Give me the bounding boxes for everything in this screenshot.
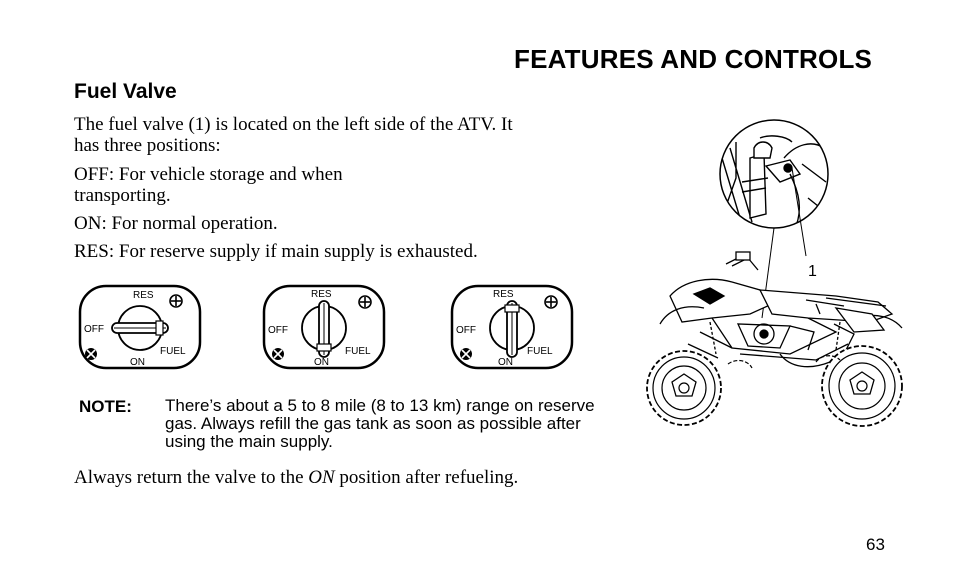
valve-handle-horizontal — [111, 320, 169, 336]
closing-emphasis-on: ON — [308, 467, 335, 488]
valve-label-on: ON — [314, 357, 329, 368]
screw-head-icon — [169, 294, 183, 308]
valve-handle-vertical — [504, 300, 520, 358]
section-title: FEATURES AND CONTROLS — [514, 44, 873, 74]
valve-label-on: ON — [498, 357, 513, 368]
far-rear-wheel — [815, 355, 841, 363]
screw-head-icon — [358, 295, 372, 309]
page-number: 63 — [866, 535, 885, 554]
valve-diagram-off: RES OFF ON FUEL — [78, 284, 202, 370]
valve-label-fuel: FUEL — [345, 346, 371, 357]
valve-label-off: OFF — [84, 324, 104, 335]
closing-text-end: position after refueling. — [334, 467, 519, 488]
valve-diagram-res: RES OFF ON FUEL — [450, 284, 574, 370]
valve-diagram-on: RES OFF ON FUEL — [262, 284, 386, 370]
valve-label-res: RES — [133, 290, 154, 301]
atv-illustration: 1 — [646, 119, 903, 427]
position-off-description: OFF: For vehicle storage and when transp… — [74, 164, 343, 206]
position-res-description: RES: For reserve supply if main supply i… — [74, 241, 478, 262]
position-on-description: ON: For normal operation. — [74, 213, 278, 234]
valve-label-off: OFF — [268, 325, 288, 336]
note-text: There’s about a 5 to 8 mile (8 to 13 km)… — [165, 396, 595, 451]
valve-label-on: ON — [130, 357, 145, 368]
atv-body — [659, 251, 903, 368]
screw-head-icon — [460, 348, 472, 360]
fuel-valve-detail-view — [719, 119, 829, 229]
intro-paragraph: The fuel valve (1) is located on the lef… — [74, 114, 513, 156]
screw-head-icon — [272, 348, 284, 360]
valve-label-fuel: FUEL — [527, 346, 553, 357]
screw-head-icon — [85, 348, 97, 360]
rear-wheel — [821, 345, 903, 427]
callout-number: 1 — [808, 263, 817, 280]
valve-handle-vertical — [316, 300, 332, 358]
screw-head-icon — [544, 295, 558, 309]
valve-label-fuel: FUEL — [160, 346, 186, 357]
fuel-valve-heading: Fuel Valve — [74, 80, 177, 103]
closing-instruction: Always return the valve to the ON positi… — [74, 467, 518, 488]
closing-text-start: Always return the valve to the — [74, 467, 309, 488]
far-front-wheel — [727, 359, 753, 369]
note-label: NOTE: — [79, 397, 132, 416]
valve-label-res: RES — [493, 289, 514, 300]
valve-label-off: OFF — [456, 325, 476, 336]
valve-label-res: RES — [311, 289, 332, 300]
front-wheel — [646, 350, 722, 426]
